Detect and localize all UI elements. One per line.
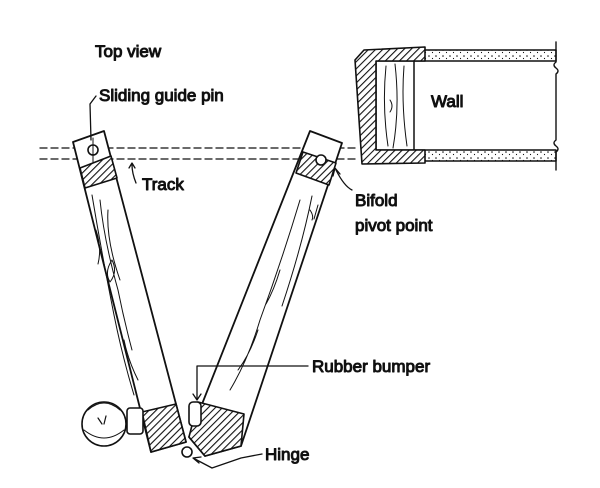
sliding-guide-pin-icon [87, 137, 99, 163]
pivot-point-label: pivot point [355, 216, 433, 235]
left-panel-bottom-cap [141, 403, 187, 453]
wall-casing [354, 46, 426, 165]
hinge-icon [181, 446, 193, 458]
bifold-pivot-icon [315, 154, 327, 166]
hinge-label: Hinge [265, 445, 309, 464]
wall [354, 41, 559, 171]
right-panel-bottom-cap [188, 401, 245, 457]
wall-stud-grain [383, 63, 408, 149]
top-view-label: Top view [95, 42, 162, 61]
door-knob-icon [81, 401, 144, 447]
leader-sliding-guide-pin [89, 95, 97, 141]
bifold-label: Bifold [355, 191, 398, 210]
leader-hinge [192, 453, 263, 469]
leader-rubber-bumper [192, 365, 309, 401]
left-panel-grain [91, 194, 139, 396]
leader-track [128, 162, 137, 184]
rubber-bumper-label: Rubber bumper [312, 357, 430, 376]
rubber-bumper-icon [188, 401, 202, 427]
wall-label: Wall [431, 92, 463, 111]
right-panel-grain [229, 195, 319, 391]
track [39, 147, 357, 160]
track-label: Track [142, 175, 184, 194]
left-door-panel [72, 130, 187, 453]
wall-break-lines [553, 41, 559, 171]
sliding-guide-pin-label: Sliding guide pin [99, 86, 224, 105]
right-door-panel [188, 130, 343, 457]
leader-lines [89, 95, 353, 469]
leader-bifold [332, 167, 353, 191]
left-panel-top-cap [79, 155, 118, 189]
